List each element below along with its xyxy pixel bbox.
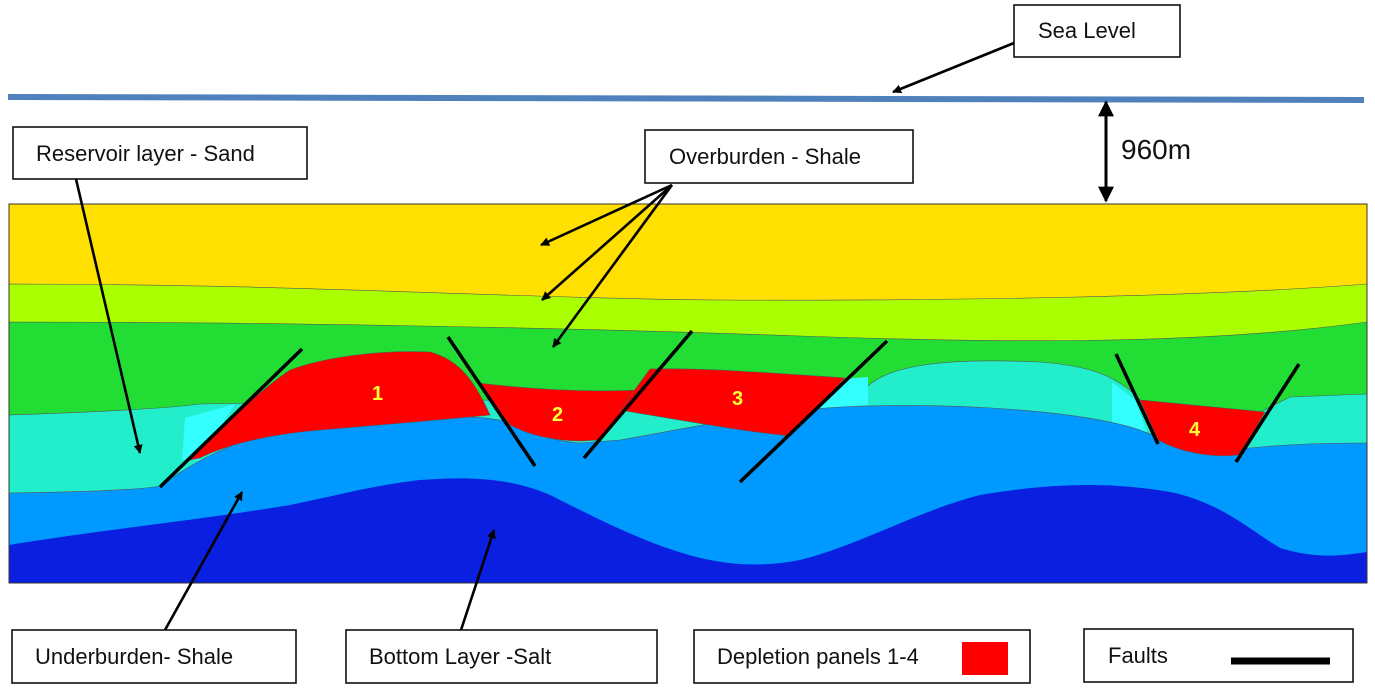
underburden-label-box: Underburden- Shale: [11, 629, 297, 684]
overburden-arrow-3: [551, 184, 674, 348]
panel-number-2: 2: [552, 404, 563, 426]
bottom-label: Bottom Layer -Salt: [369, 644, 551, 669]
faults-legend-label: Faults: [1108, 643, 1168, 668]
underburden-arrow: [163, 491, 244, 631]
layers: [9, 204, 1367, 583]
bottom-salt-layer: [9, 478, 1367, 583]
depletion-panel-1: [189, 351, 491, 461]
overburden-label: Overburden - Shale: [669, 144, 861, 169]
reservoir-arrow: [74, 178, 143, 454]
faults-legend-box: Faults: [1083, 628, 1354, 683]
panel-number-4: 4: [1189, 419, 1201, 441]
fault-line-2: [446, 336, 537, 467]
fault-line-4: [738, 339, 889, 484]
overburden-arrow-1: [540, 183, 673, 247]
depletion-legend-label: Depletion panels 1-4: [717, 644, 919, 669]
depth-label: 960m: [1121, 134, 1191, 165]
sea-level-line: [7, 94, 1365, 103]
reservoir-highlight-zone: [182, 404, 235, 460]
underburden-label: Underburden- Shale: [35, 644, 233, 669]
overburden-label-box: Overburden - Shale: [644, 129, 914, 184]
fault-line-3: [582, 329, 694, 460]
reservoir-label: Reservoir layer - Sand: [36, 141, 255, 166]
fault-line-1: [158, 347, 304, 489]
overburden-arrow-2: [541, 184, 673, 301]
panel-number-1: 1: [372, 383, 383, 405]
fault-line-5: [1114, 353, 1160, 445]
panel-number-3: 3: [732, 388, 743, 410]
bottom-label-box: Bottom Layer -Salt: [345, 629, 658, 684]
depletion-legend-swatch: [962, 642, 1008, 675]
depletion-legend-box: Depletion panels 1-4: [693, 629, 1031, 684]
fault-line-6: [1234, 363, 1301, 463]
faults: [158, 329, 1301, 489]
sea-level-label-box: Sea Level: [1013, 4, 1181, 58]
callout-arrows: [74, 41, 1015, 631]
reservoir-label-box: Reservoir layer - Sand: [12, 126, 308, 180]
sea-level-arrow: [892, 41, 1015, 94]
depletion-panel-4: [1139, 399, 1266, 457]
sea-level-label: Sea Level: [1038, 18, 1136, 43]
bottom-arrow: [459, 529, 496, 631]
section-frame: [8, 203, 1368, 584]
